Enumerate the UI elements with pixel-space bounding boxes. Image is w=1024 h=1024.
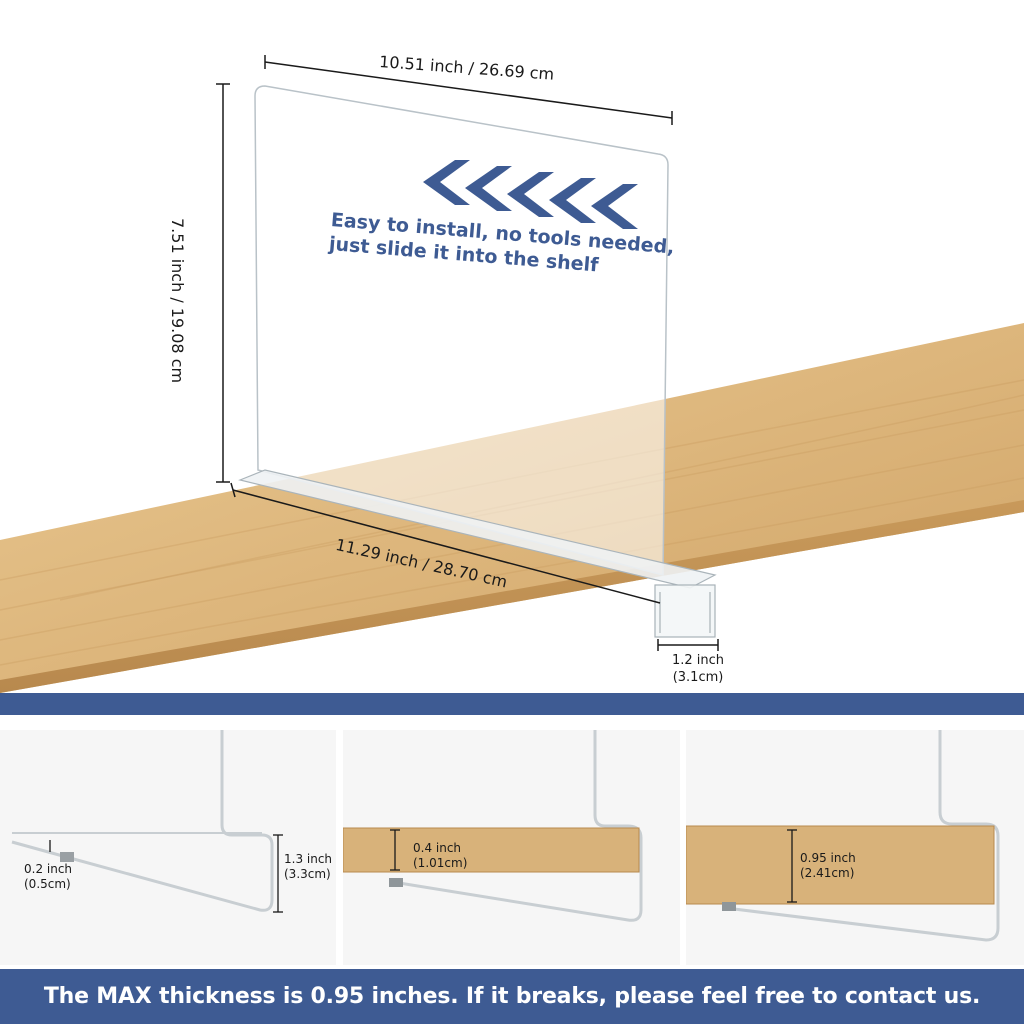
detail-panel-thin-shelf: 0.4 inch (1.01cm) — [343, 730, 680, 965]
acrylic-clip — [654, 584, 716, 638]
footer-banner: The MAX thickness is 0.95 inches. If it … — [0, 969, 1024, 1024]
base-dimension-line — [230, 482, 661, 604]
acrylic-base — [238, 469, 717, 589]
chevron-left-icon — [423, 160, 638, 229]
hero-illustration — [0, 55, 1024, 693]
thick-shelf-thickness-label: 0.95 inch (2.41cm) — [800, 851, 856, 880]
slot-dimension-line — [657, 639, 719, 651]
clip-height-label: 1.3 inch (3.3cm) — [284, 852, 333, 881]
thin-shelf-diagram — [343, 730, 643, 922]
height-dimension-line — [216, 83, 230, 483]
detail-panel-thick-shelf: 0.95 inch (2.41cm) — [686, 730, 1024, 965]
thick-shelf-diagram — [686, 730, 1000, 942]
width-dimension-line — [264, 55, 673, 125]
clip-diagram — [11, 730, 283, 913]
footer-text: The MAX thickness is 0.95 inches. If it … — [43, 984, 981, 1009]
detail-panel-empty-clip: 0.2 inch (0.5cm) 1.3 inch (3.3cm) — [0, 730, 336, 965]
shelf-edge — [0, 500, 1024, 693]
divider-bar — [0, 693, 1024, 715]
thin-shelf-thickness-label: 0.4 inch (1.01cm) — [413, 841, 468, 870]
slot-dimension-label: 1.2 inch (3.1cm) — [672, 653, 725, 685]
height-dimension-label: 7.51 inch / 19.08 cm — [168, 218, 187, 384]
gap-dimension-label: 0.2 inch (0.5cm) — [24, 862, 73, 891]
